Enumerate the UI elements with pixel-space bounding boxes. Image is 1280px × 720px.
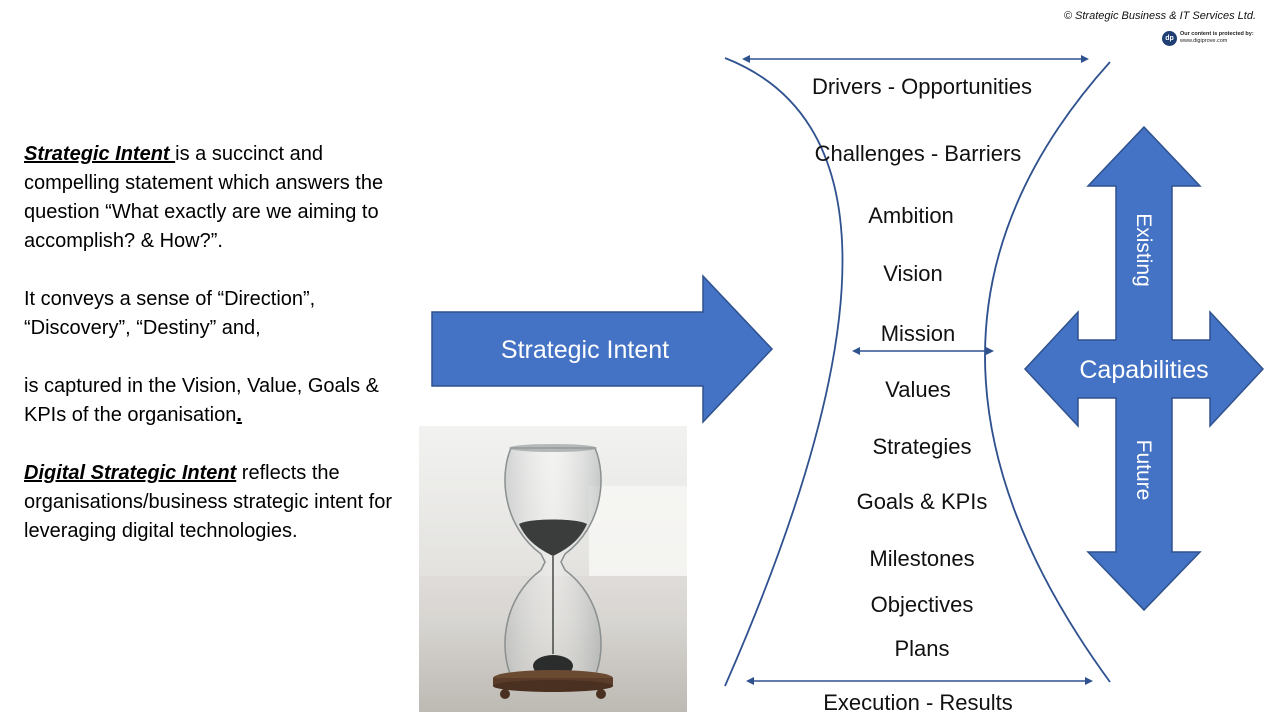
digiprove-badge[interactable]: dp Our content is protected by: www.digi…	[1162, 31, 1272, 49]
label-vision: Vision	[883, 261, 943, 286]
p3-period: .	[236, 404, 242, 426]
label-goals-kpis: Goals & KPIs	[857, 489, 988, 514]
existing-label: Existing	[1132, 213, 1155, 287]
p3-text: is captured in the Vision, Value, Goals …	[24, 375, 380, 426]
label-drivers-opportunities: Drivers - Opportunities	[812, 74, 1032, 99]
label-milestones: Milestones	[869, 546, 974, 571]
label-challenges-barriers: Challenges - Barriers	[815, 141, 1022, 166]
hourglass-icon	[419, 426, 687, 712]
capabilities-arrow: Capabilities Existing Future	[1023, 125, 1265, 612]
description-text: Strategic Intent is a succinct and compe…	[24, 140, 394, 546]
label-plans: Plans	[894, 636, 949, 661]
p4-text: reflects the organisations/business stra…	[24, 462, 392, 542]
digiprove-line2: www.digiprove.com	[1180, 38, 1228, 44]
label-mission: Mission	[881, 321, 956, 346]
p1-text: is a succinct and compelling statement w…	[24, 143, 384, 252]
digiprove-line1: Our content is protected by:	[1180, 31, 1254, 37]
digiprove-logo-icon: dp	[1162, 31, 1177, 46]
hourglass-outline	[724, 57, 1111, 687]
term-strategic-intent: Strategic Intent	[24, 143, 176, 165]
strategic-intent-arrow-label: Strategic Intent	[501, 336, 669, 364]
paragraph-conveys: It conveys a sense of “Direction”, “Disc…	[24, 288, 316, 339]
hourglass-left-curve	[724, 57, 844, 687]
label-objectives: Objectives	[871, 592, 974, 617]
digiprove-text: Our content is protected by: www.digipro…	[1180, 31, 1254, 45]
capabilities-label: Capabilities	[1079, 356, 1208, 384]
label-execution-results: Execution - Results	[823, 690, 1013, 715]
hourglass-photo	[419, 426, 687, 712]
copyright-notice: © Strategic Business & IT Services Ltd.	[1063, 10, 1256, 22]
label-strategies: Strategies	[872, 434, 971, 459]
paragraph-digital-intent: Digital Strategic Intent reflects the or…	[24, 459, 394, 546]
term-digital-strategic-intent: Digital Strategic Intent	[24, 462, 237, 484]
paragraph-captured: is captured in the Vision, Value, Goals …	[24, 372, 394, 430]
paragraph-strategic-intent: Strategic Intent is a succinct and compe…	[24, 140, 394, 256]
label-values: Values	[885, 377, 951, 402]
future-label: Future	[1132, 440, 1155, 501]
hourglass-right-curve	[984, 61, 1111, 683]
strategic-intent-arrow: Strategic Intent	[431, 274, 774, 424]
label-ambition: Ambition	[868, 203, 954, 228]
